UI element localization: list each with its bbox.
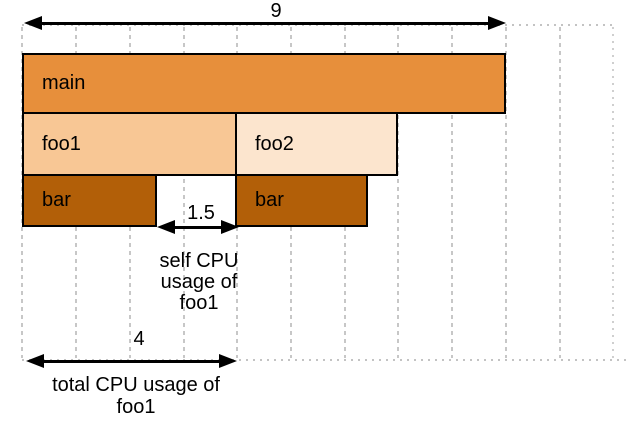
caption-line: foo1 xyxy=(116,396,156,418)
frame-foo2: foo2 xyxy=(235,112,398,176)
arrowhead-right-icon xyxy=(219,354,237,368)
total-cpu-value: 4 xyxy=(133,328,145,350)
arrowhead-left-icon xyxy=(26,354,44,368)
frame-foo1-label: foo1 xyxy=(42,132,81,155)
caption-line: total CPU usage of xyxy=(52,374,220,396)
gridline-vertical xyxy=(612,27,614,358)
gridline-horizontal-top xyxy=(22,24,614,26)
caption-line: foo1 xyxy=(179,292,219,314)
arrow-shaft xyxy=(175,225,221,229)
frame-main: main xyxy=(22,53,506,114)
caption-line: self CPU xyxy=(159,250,239,272)
gridline-horizontal-bottom xyxy=(22,359,629,361)
arrow-shaft xyxy=(42,21,488,25)
self-cpu-caption: self CPU usage of foo1 xyxy=(160,251,239,314)
gridline-vertical xyxy=(183,27,185,358)
frame-bar-right-label: bar xyxy=(255,189,284,211)
frame-bar-left: bar xyxy=(22,174,157,227)
frame-foo2-label: foo2 xyxy=(255,132,294,155)
total-width-arrow xyxy=(24,16,506,30)
arrowhead-right-icon xyxy=(221,220,239,234)
frame-main-label: main xyxy=(42,72,86,94)
self-cpu-arrow xyxy=(157,220,239,234)
self-cpu-value: 1.5 xyxy=(187,202,215,224)
arrowhead-left-icon xyxy=(24,16,42,30)
frame-foo1: foo1 xyxy=(22,112,237,176)
gridline-vertical xyxy=(451,27,453,358)
frame-bar-right: bar xyxy=(235,174,368,227)
frame-bar-left-label: bar xyxy=(42,189,71,211)
gridline-vertical xyxy=(397,27,399,358)
total-cpu-arrow xyxy=(26,354,237,368)
gridline-vertical xyxy=(559,27,561,358)
total-cpu-caption: total CPU usage of foo1 xyxy=(52,374,220,418)
caption-line: usage of xyxy=(160,271,238,293)
arrow-shaft xyxy=(44,359,219,363)
total-width-value: 9 xyxy=(270,0,282,22)
arrowhead-left-icon xyxy=(157,220,175,234)
gridline-vertical xyxy=(505,27,507,358)
arrowhead-right-icon xyxy=(488,16,506,30)
